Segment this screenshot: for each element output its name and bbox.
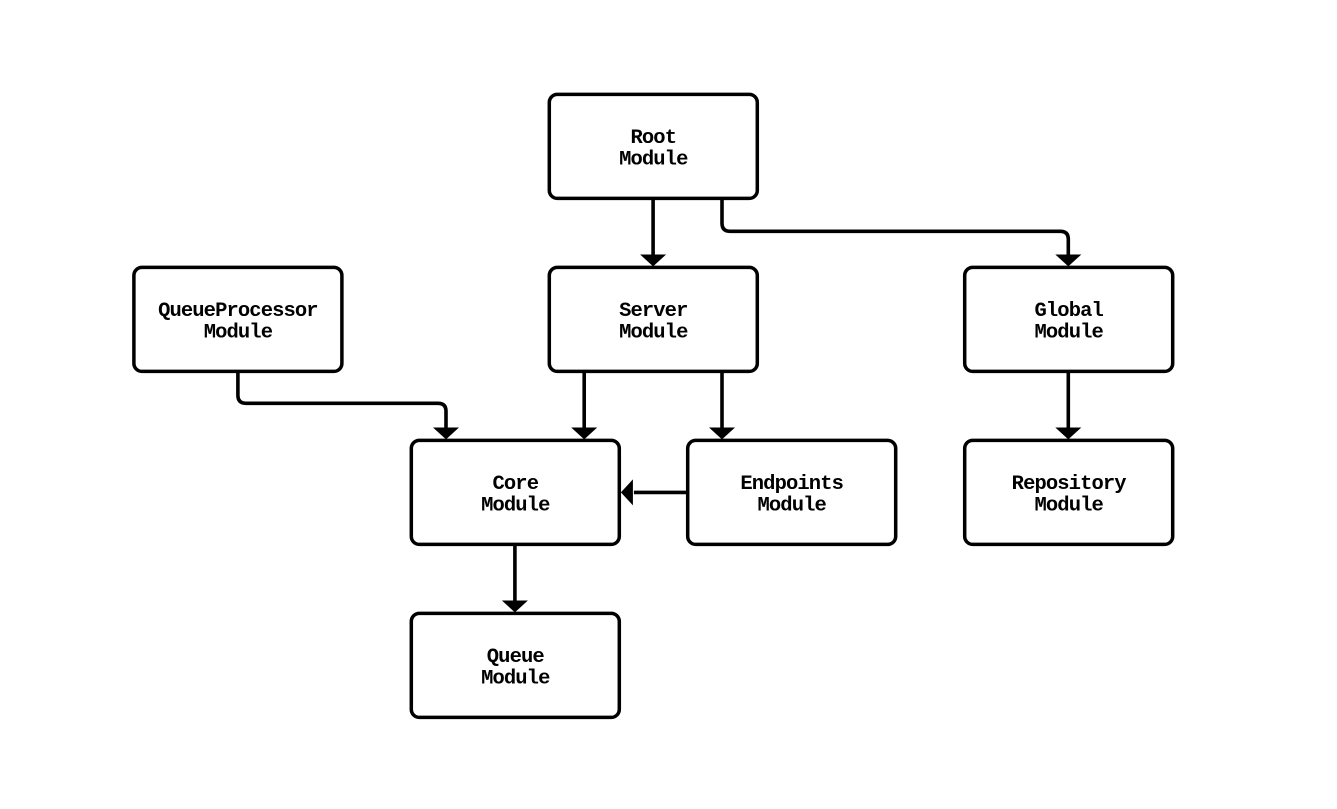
svg-text:Module: Module bbox=[619, 149, 688, 172]
svg-text:Core: Core bbox=[492, 473, 538, 496]
svg-text:Module: Module bbox=[619, 322, 688, 345]
svg-text:Root: Root bbox=[630, 127, 676, 150]
svg-text:Module: Module bbox=[481, 495, 550, 518]
svg-text:Module: Module bbox=[1034, 322, 1103, 345]
svg-text:Module: Module bbox=[204, 322, 273, 345]
svg-text:Queue: Queue bbox=[487, 646, 545, 669]
svg-text:Endpoints: Endpoints bbox=[740, 473, 843, 496]
svg-text:Module: Module bbox=[1034, 495, 1103, 518]
svg-text:Repository: Repository bbox=[1012, 473, 1127, 496]
svg-text:Module: Module bbox=[757, 495, 826, 518]
svg-text:Server: Server bbox=[619, 300, 687, 323]
svg-text:Module: Module bbox=[481, 668, 550, 691]
svg-text:QueueProcessor: QueueProcessor bbox=[158, 300, 318, 323]
svg-text:Global: Global bbox=[1034, 300, 1103, 323]
